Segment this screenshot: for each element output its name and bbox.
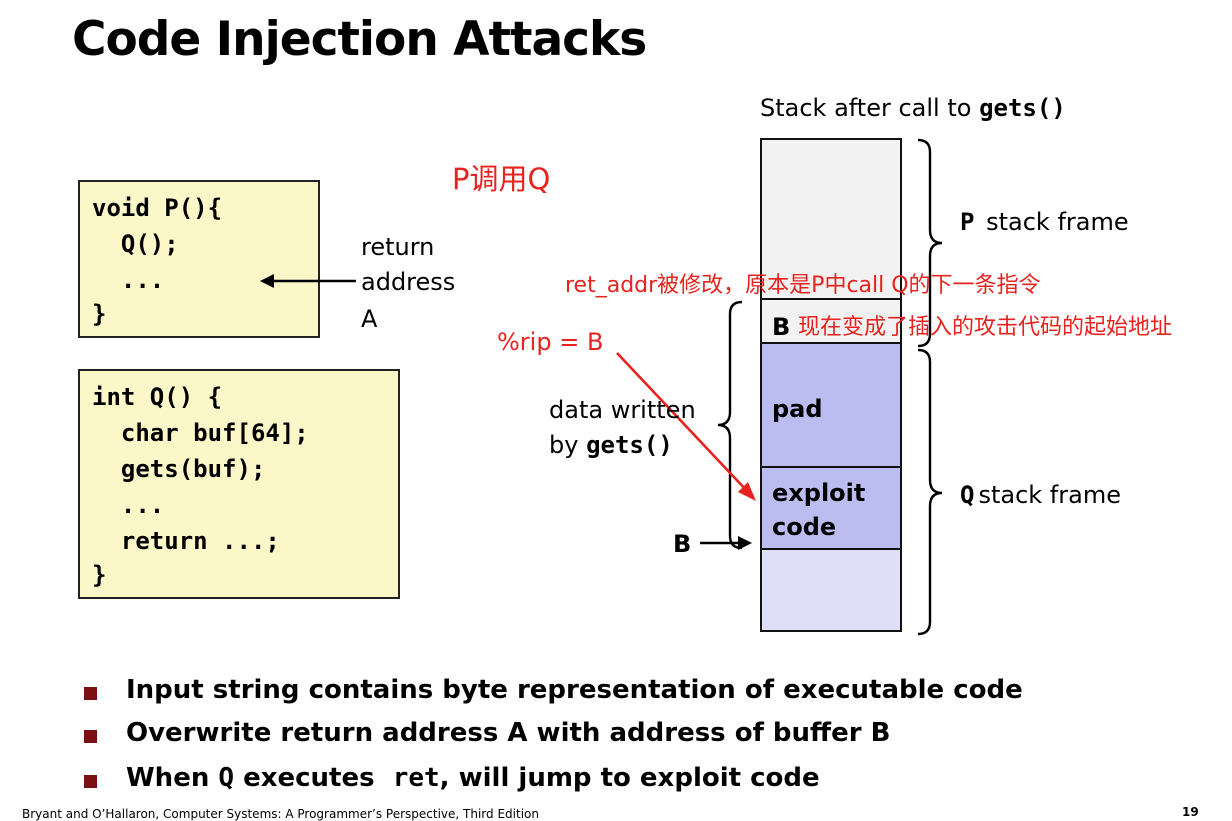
p-frame-text: stack frame [986, 208, 1129, 236]
code-line: return ...; [92, 527, 280, 555]
p-frame-label: P stack frame [960, 208, 1129, 236]
code-line: } [92, 300, 107, 328]
cell-b-label: B [772, 313, 791, 341]
stack-cell-exploit-code [760, 466, 902, 550]
bullet-marker [84, 775, 97, 788]
data-written-line2: by gets() [549, 431, 673, 459]
code-line: } [92, 561, 107, 589]
bullet-text-part: executes [234, 763, 393, 793]
code-line: char buf[64]; [92, 419, 309, 447]
q-frame-code: Q [960, 481, 975, 509]
b-pointer-label: B [673, 530, 692, 558]
stack-caption-code: gets() [979, 94, 1066, 122]
bullet-marker [84, 687, 97, 700]
bullet-text: When Q executes ret, will jump to exploi… [126, 763, 820, 793]
bullet-code: Q [218, 763, 235, 793]
annotation-p-calls-q: P调用Q [452, 162, 551, 196]
data-written-prefix: by [549, 431, 587, 459]
data-written-code: gets() [586, 431, 673, 459]
code-line: gets(buf); [92, 455, 266, 483]
p-frame-brace [917, 138, 943, 348]
code-line: ... [92, 491, 165, 519]
data-written-brace [717, 300, 743, 550]
return-address-label-line: return [361, 233, 435, 261]
bullet-marker [84, 730, 97, 743]
code-line: ... [92, 266, 165, 294]
annotation-ret-addr: ret_addr被修改，原本是P中call Q的下一条指令 [565, 273, 1041, 298]
bullet-code: ret [392, 763, 440, 793]
code-box-p: void P(){ Q(); ... } [78, 180, 320, 338]
slide-title: Code Injection Attacks [72, 12, 647, 67]
cell-pad-label: pad [772, 395, 823, 423]
code-line: int Q() { [92, 383, 223, 411]
code-line: Q(); [92, 230, 179, 258]
q-frame-brace [917, 348, 943, 636]
bullet-text: Overwrite return address A with address … [126, 718, 891, 748]
bullet-text: Input string contains byte representatio… [126, 675, 1023, 705]
stack-caption: Stack after call to gets() [760, 94, 1066, 122]
stack-cell-bottom [760, 548, 902, 632]
rip-arrow [616, 352, 749, 493]
bullet-text-part: , will jump to exploit code [439, 763, 820, 793]
rip-arrowhead [738, 482, 756, 501]
stack-caption-text: Stack after call to [760, 94, 980, 122]
return-address-label-line: address [361, 268, 456, 296]
cell-exploit-label: code [772, 513, 837, 541]
bullet-text-part: When [126, 763, 219, 793]
p-frame-code: P [960, 208, 975, 236]
footer-citation: Bryant and O’Hallaron, Computer Systems:… [22, 807, 539, 821]
b-pointer-arrowhead [738, 536, 752, 550]
return-address-label-line: A [361, 305, 378, 333]
stack-cell-pad [760, 342, 902, 468]
annotation-rip: %rip = B [497, 328, 604, 356]
data-written-line1: data written [549, 396, 696, 424]
code-box-q: int Q() { char buf[64]; gets(buf); ... r… [78, 369, 400, 599]
page-number: 19 [1182, 805, 1199, 819]
cell-exploit-label: exploit [772, 479, 866, 507]
code-line: void P(){ [92, 194, 223, 222]
q-frame-text: stack frame [978, 481, 1121, 509]
annotation-now-becomes: 现在变成了插入的攻击代码的起始地址 [798, 315, 1173, 340]
return-address-arrowhead [260, 274, 274, 288]
